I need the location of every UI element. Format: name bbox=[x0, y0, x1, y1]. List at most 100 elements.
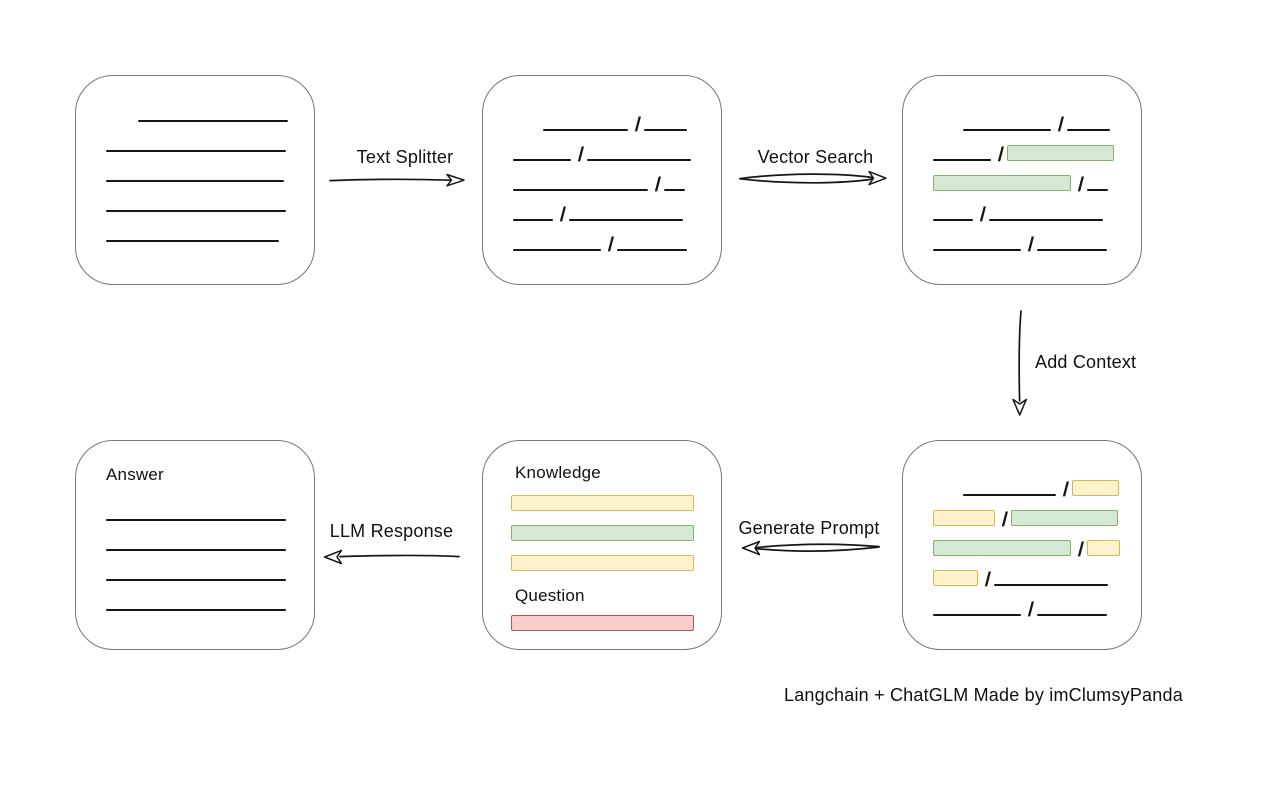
indent bbox=[933, 130, 963, 131]
split-text-chunks-box: / / / / / bbox=[482, 75, 722, 285]
text-line bbox=[106, 150, 286, 152]
llm-response-arrow bbox=[323, 549, 460, 565]
slash-separator: / bbox=[577, 144, 585, 166]
text-row: / bbox=[933, 191, 1115, 226]
text-line bbox=[663, 189, 685, 191]
slash-separator: / bbox=[1062, 479, 1070, 501]
text-line bbox=[513, 189, 648, 191]
slash-separator: / bbox=[559, 204, 567, 226]
text-line bbox=[933, 249, 1021, 251]
text-line bbox=[513, 159, 571, 161]
slash-separator: / bbox=[1077, 174, 1085, 196]
text-row bbox=[106, 581, 286, 611]
text-line bbox=[106, 579, 286, 581]
text-line bbox=[106, 210, 286, 212]
knowledge-label: Knowledge bbox=[515, 463, 601, 482]
slash-separator: / bbox=[654, 174, 662, 196]
text-line bbox=[106, 240, 279, 242]
text-line bbox=[513, 249, 601, 251]
text-row: / bbox=[933, 221, 1115, 256]
context-chunks-box: / / / / / bbox=[902, 440, 1142, 650]
text-line bbox=[586, 159, 691, 161]
document-text-rows bbox=[76, 76, 314, 242]
source-document-box bbox=[75, 75, 315, 285]
green-highlight-chip bbox=[933, 175, 1071, 191]
text-row: / bbox=[513, 161, 695, 196]
text-line bbox=[1066, 129, 1110, 131]
slash-separator: / bbox=[984, 569, 992, 591]
yellow-knowledge-bar bbox=[511, 555, 694, 571]
text-row bbox=[106, 491, 286, 521]
text-splitter-label: Text Splitter bbox=[356, 147, 454, 167]
text-row: / bbox=[933, 586, 1115, 621]
slash-separator: / bbox=[1027, 234, 1035, 256]
slash-separator: / bbox=[634, 114, 642, 136]
indent bbox=[933, 495, 963, 496]
vector-search-arrow bbox=[739, 170, 887, 186]
slash-separator: / bbox=[979, 204, 987, 226]
slash-separator: / bbox=[1027, 599, 1035, 621]
matched-chunks-box: ///// bbox=[902, 75, 1142, 285]
text-line bbox=[993, 584, 1108, 586]
generate-prompt-arrow bbox=[741, 540, 880, 556]
yellow-knowledge-bar bbox=[511, 495, 694, 511]
text-row bbox=[106, 521, 286, 551]
slash-separator: / bbox=[1077, 539, 1085, 561]
slash-separator: / bbox=[1057, 114, 1065, 136]
add-context-arrow bbox=[1012, 310, 1028, 416]
text-row: / bbox=[513, 221, 695, 256]
answer-box: Answer bbox=[75, 440, 315, 650]
text-line bbox=[643, 129, 687, 131]
yellow-highlight-chip bbox=[933, 510, 995, 526]
indent bbox=[106, 121, 138, 122]
text-row: / bbox=[933, 101, 1115, 136]
question-bar bbox=[511, 615, 694, 631]
text-row bbox=[106, 212, 288, 242]
knowledge-bars bbox=[511, 495, 694, 585]
add-context-label: Add Context bbox=[1035, 352, 1137, 372]
context-text-rows: / / / / / bbox=[903, 441, 1141, 621]
text-line bbox=[933, 219, 973, 221]
text-row: / bbox=[933, 161, 1115, 196]
prompt-box: Knowledge Question bbox=[482, 440, 722, 650]
text-line bbox=[106, 609, 286, 611]
slash-separator: / bbox=[1001, 509, 1009, 531]
text-line bbox=[1036, 249, 1107, 251]
answer-text-rows bbox=[76, 491, 314, 611]
text-line bbox=[1086, 189, 1108, 191]
green-highlight-chip bbox=[1010, 510, 1118, 526]
text-row: / bbox=[933, 466, 1119, 501]
yellow-highlight-chip bbox=[1086, 540, 1120, 556]
text-row: / bbox=[513, 101, 695, 136]
text-line bbox=[513, 219, 553, 221]
slash-separator: / bbox=[607, 234, 615, 256]
answer-label: Answer bbox=[106, 465, 164, 484]
vector-search-label: Vector Search bbox=[757, 147, 874, 167]
text-row: / bbox=[933, 556, 1115, 591]
text-line bbox=[106, 180, 284, 182]
text-row bbox=[106, 152, 288, 182]
text-line bbox=[933, 614, 1021, 616]
generate-prompt-label: Generate Prompt bbox=[738, 518, 880, 538]
text-row: / bbox=[933, 496, 1118, 531]
green-highlight-chip bbox=[933, 540, 1071, 556]
yellow-highlight-chip bbox=[933, 570, 978, 586]
green-highlight-chip bbox=[1006, 145, 1114, 161]
text-row bbox=[106, 92, 288, 122]
matched-text-rows: ///// bbox=[903, 76, 1141, 256]
text-line bbox=[963, 494, 1056, 496]
text-row bbox=[106, 182, 288, 212]
chunk-text-rows: / / / / / bbox=[483, 76, 721, 256]
text-line bbox=[963, 129, 1051, 131]
green-knowledge-bar bbox=[511, 525, 694, 541]
text-splitter-arrow bbox=[329, 173, 465, 187]
footer-credit: Langchain + ChatGLM Made by imClumsyPand… bbox=[784, 685, 1183, 705]
text-row bbox=[106, 551, 286, 581]
text-line bbox=[138, 120, 288, 122]
yellow-highlight-chip bbox=[1071, 480, 1119, 496]
text-row: / bbox=[933, 131, 1115, 166]
text-line bbox=[616, 249, 687, 251]
text-row: / bbox=[513, 191, 695, 226]
indent bbox=[513, 130, 543, 131]
llm-response-label: LLM Response bbox=[329, 521, 454, 541]
